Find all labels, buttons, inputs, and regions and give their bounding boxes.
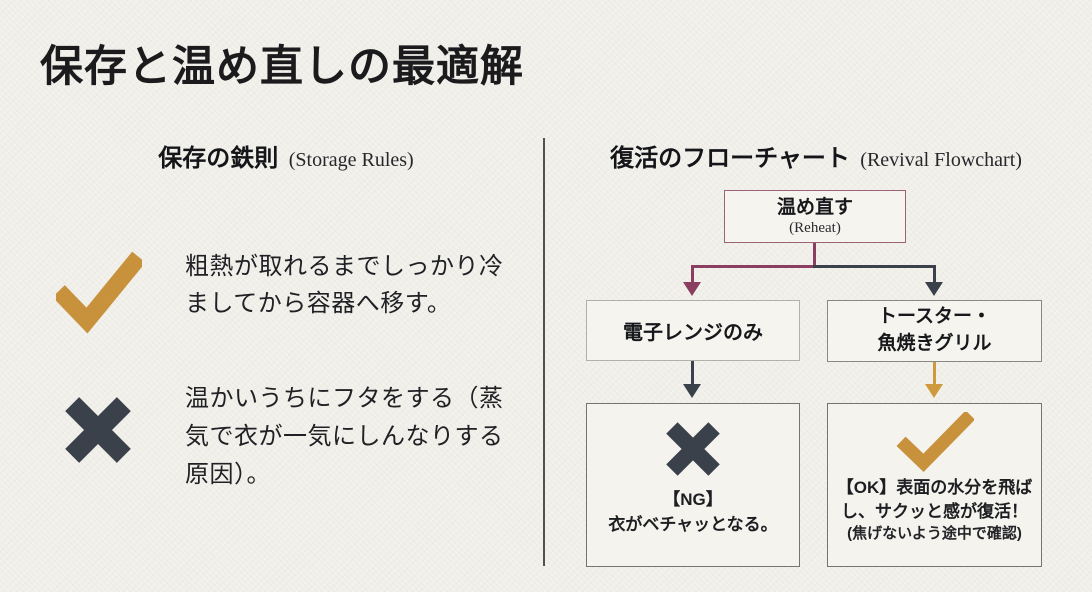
check-icon xyxy=(52,250,146,336)
toaster-label-line1: トースター・ xyxy=(877,306,992,328)
ng-text: 衣がベチャッとなる。 xyxy=(608,514,778,534)
storage-heading-en: (Storage Rules) xyxy=(288,149,414,171)
revival-section-heading: 復活のフローチャート (Revival Flowchart) xyxy=(556,138,1076,173)
ng-tag: 【NG】 xyxy=(663,490,723,509)
revival-heading-en: (Revival Flowchart) xyxy=(860,149,1022,171)
ng-cross-icon xyxy=(662,418,724,480)
connector-stem xyxy=(813,243,816,266)
ok-check-icon xyxy=(896,410,975,472)
microwave-label: 電子レンジのみ xyxy=(623,322,763,344)
arrowhead-slate-icon xyxy=(925,282,943,296)
arrowhead-plum-icon xyxy=(683,282,701,296)
arrow-line-toaster xyxy=(933,362,936,385)
connector-drop-right xyxy=(933,265,936,283)
reheat-sublabel: (Reheat) xyxy=(789,220,841,237)
connector-drop-left xyxy=(691,265,694,283)
ok-text: 【OK】表面の水分を飛ばし、サクッと感が復活！ xyxy=(836,478,1033,521)
connector-horizontal-right xyxy=(813,265,936,268)
arrowhead-microwave-icon xyxy=(683,384,701,398)
flowchart-node-toaster: トースター・ 魚焼きグリル xyxy=(827,300,1042,362)
flowchart-node-ng: 【NG】 衣がベチャッとなる。 xyxy=(586,403,800,567)
flowchart-node-microwave: 電子レンジのみ xyxy=(586,300,800,361)
flowchart-node-reheat: 温め直す (Reheat) xyxy=(724,190,906,243)
toaster-label-line2: 魚焼きグリル xyxy=(877,333,992,354)
page-title: 保存と温め直しの最適解 xyxy=(40,44,524,91)
storage-rule-dont-text: 温かいうちにフタをする（蒸気で衣が一気にしんなりする原因）。 xyxy=(185,385,504,488)
storage-rule-do-text: 粗熱が取れるまでしっかり冷ましてから容器へ移す。 xyxy=(185,253,504,317)
storage-heading-ja: 保存の鉄則 xyxy=(158,145,279,172)
arrowhead-toaster-icon xyxy=(925,384,943,398)
column-divider xyxy=(543,138,545,566)
ok-note: (焦げないよう途中で確認) xyxy=(847,524,1022,542)
connector-horizontal-left xyxy=(691,265,816,268)
revival-heading-ja: 復活のフローチャート xyxy=(610,145,850,172)
flowchart-node-ok: 【OK】表面の水分を飛ばし、サクッと感が復活！ (焦げないよう途中で確認) xyxy=(827,403,1042,567)
reheat-label: 温め直す xyxy=(776,196,853,218)
storage-section-heading: 保存の鉄則 (Storage Rules) xyxy=(40,138,532,173)
arrow-line-microwave xyxy=(691,361,694,385)
cross-icon xyxy=(60,392,136,468)
